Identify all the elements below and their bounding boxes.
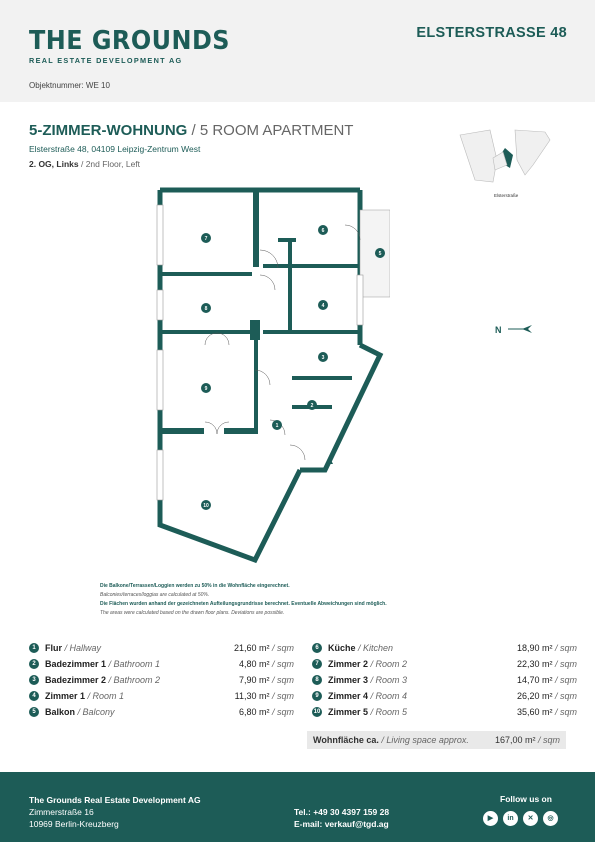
- room-number-badge: 3: [29, 675, 39, 685]
- page-header: THE GROUNDS REAL ESTATE DEVELOPMENT AG E…: [0, 0, 595, 102]
- room-number-badge: 4: [29, 691, 39, 701]
- room-number-badge: 10: [312, 707, 322, 717]
- xing-icon[interactable]: ✕: [523, 811, 538, 826]
- brand-logo: THE GROUNDS REAL ESTATE DEVELOPMENT AG: [29, 27, 247, 65]
- note-line-4: The areas were calculated based on the d…: [100, 610, 285, 616]
- title-en: / 5 ROOM APARTMENT: [187, 122, 354, 139]
- room-number-badge: 7: [312, 659, 322, 669]
- youtube-icon[interactable]: ▶: [483, 811, 498, 826]
- plan-label-9: 9: [205, 386, 208, 392]
- living-space-total: Wohnfläche ca. / Living space approx. 16…: [307, 731, 566, 749]
- floor-info: 2. OG, Links / 2nd Floor, Left: [29, 159, 140, 169]
- plan-marker-7: [201, 233, 211, 243]
- plan-label-8: 8: [205, 306, 208, 312]
- plan-marker-3: [318, 352, 328, 362]
- total-unit: / sqm: [535, 735, 560, 745]
- area-notes: Die Balkone/Terrassen/Loggien werden zu …: [100, 582, 500, 618]
- plan-marker-10: [201, 500, 211, 510]
- plan-label-6: 6: [322, 228, 325, 234]
- room-number-badge: 5: [29, 707, 39, 717]
- room-number-badge: 1: [29, 643, 39, 653]
- room-number-badge: 9: [312, 691, 322, 701]
- plan-label-2: 2: [311, 403, 314, 409]
- plan-marker-5: [375, 248, 385, 258]
- note-line-2: Balconies/terraces/loggias are calculate…: [100, 592, 210, 598]
- footer-contact: Tel.: +49 30 4397 159 28 E-mail: verkauf…: [294, 806, 389, 830]
- plan-label-7: 7: [205, 236, 208, 242]
- total-label-de: Wohnfläche ca.: [313, 735, 379, 745]
- note-line-3: Die Flächen wurden anhand der gezeichnet…: [100, 601, 387, 607]
- building-keymap: [459, 129, 551, 183]
- footer-company-name: The Grounds Real Estate Development AG: [29, 795, 201, 805]
- plan-marker-4: [318, 300, 328, 310]
- room-number-badge: 8: [312, 675, 322, 685]
- page-footer: The Grounds Real Estate Development AG Z…: [0, 772, 595, 842]
- footer-company: The Grounds Real Estate Development AG Z…: [29, 794, 201, 830]
- plan-label-10: 10: [203, 503, 209, 509]
- brand-name: THE GROUNDS: [29, 26, 230, 56]
- plan-label-1: 1: [276, 423, 279, 429]
- footer-city: 10969 Berlin-Kreuzberg: [29, 819, 119, 829]
- floor-en: / 2nd Floor, Left: [78, 159, 141, 169]
- plan-marker-9: [201, 383, 211, 393]
- object-number: Objektnummer: WE 10: [29, 81, 110, 90]
- keymap-street-label: Elsterstraße: [494, 193, 519, 198]
- social-links: ▶ in ✕ ◎: [483, 811, 558, 826]
- plan-marker-8: [201, 303, 211, 313]
- footer-phone[interactable]: Tel.: +49 30 4397 159 28: [294, 807, 390, 817]
- plan-marker-2: [307, 400, 317, 410]
- plan-label-3: 3: [322, 355, 325, 361]
- room-number-badge: 6: [312, 643, 322, 653]
- plan-marker-6: [318, 225, 328, 235]
- plan-marker-1: [272, 420, 282, 430]
- instagram-icon[interactable]: ◎: [543, 811, 558, 826]
- footer-street: Zimmerstraße 16: [29, 807, 94, 817]
- follow-us-label: Follow us on: [500, 794, 552, 804]
- title-de: 5-ZIMMER-WOHNUNG: [29, 122, 188, 139]
- header-address: ELSTERSTRASSE 48: [416, 25, 567, 41]
- note-line-1: Die Balkone/Terrassen/Loggien werden zu …: [100, 583, 290, 589]
- room-number-badge: 2: [29, 659, 39, 669]
- brand-subtitle: REAL ESTATE DEVELOPMENT AG: [29, 56, 183, 65]
- north-arrow-icon: [508, 325, 532, 333]
- linkedin-icon[interactable]: in: [503, 811, 518, 826]
- footer-email[interactable]: E-mail: verkauf@tgd.ag: [294, 819, 389, 829]
- apartment-title: 5-ZIMMER-WOHNUNG / 5 ROOM APARTMENT: [29, 122, 353, 139]
- total-area: 167,00 m²: [494, 735, 536, 745]
- plan-label-4: 4: [322, 303, 325, 309]
- total-label-en: / Living space approx.: [378, 735, 469, 745]
- floor-plan: 1 2 3 4 5 6 7 8 9 10: [156, 187, 390, 564]
- listing-address: Elsterstraße 48, 04109 Leipzig-Zentrum W…: [29, 144, 201, 154]
- floor-de: 2. OG, Links: [29, 159, 79, 169]
- north-label: N: [495, 325, 502, 335]
- plan-label-5: 5: [379, 251, 382, 257]
